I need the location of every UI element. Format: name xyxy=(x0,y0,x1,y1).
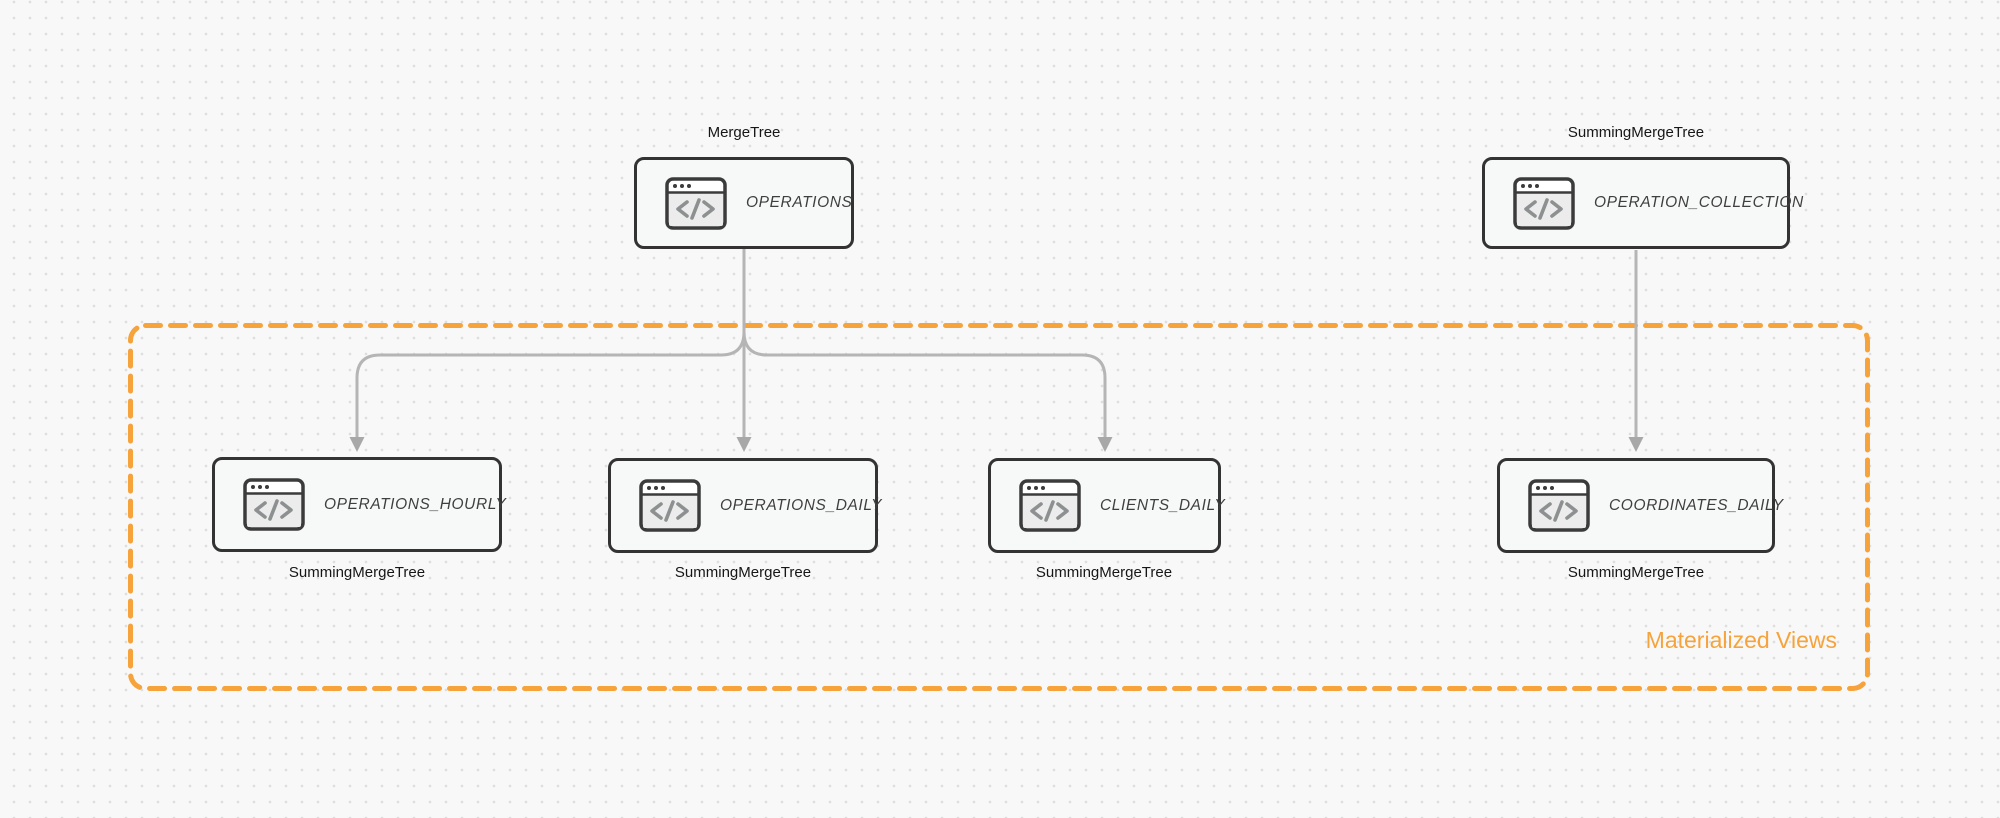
table-node-clients-daily[interactable]: CLIENTS_DAILY xyxy=(988,458,1225,553)
edge-operations-to-operations-hourly xyxy=(355,249,746,437)
code-window-icon xyxy=(665,176,727,230)
code-window-icon xyxy=(1528,479,1590,532)
materialized-views-group-label: Materialized Views xyxy=(1645,627,1837,653)
code-window-icon xyxy=(1513,176,1575,230)
edge-arrowhead-icon xyxy=(736,437,752,452)
table-node-label: OPERATIONS xyxy=(746,194,853,211)
edge-arrowhead-icon xyxy=(1097,437,1113,452)
table-node-label: CLIENTS_DAILY xyxy=(1100,496,1226,514)
engine-label-summingmergetree: SummingMergeTree xyxy=(674,564,812,581)
table-node-label: COORDINATES_DAILY xyxy=(1609,496,1784,514)
edge-arrowhead-icon xyxy=(1628,437,1644,452)
table-node-label: OPERATION_COLLECTION xyxy=(1594,194,1804,211)
edge-operations-to-clients-daily xyxy=(742,249,1107,437)
edge-arrowhead-icon xyxy=(349,437,365,452)
code-window-icon xyxy=(639,479,701,532)
table-node-operations-daily[interactable]: OPERATIONS_DAILY xyxy=(608,458,881,553)
engine-label-summingmergetree: SummingMergeTree xyxy=(1567,124,1705,141)
table-node-label: OPERATIONS_DAILY xyxy=(720,496,883,514)
table-node-operation-collection[interactable]: OPERATION_COLLECTION xyxy=(1482,157,1803,249)
table-node-operations-hourly[interactable]: OPERATIONS_HOURLY xyxy=(212,457,506,552)
engine-label-summingmergetree: SummingMergeTree xyxy=(1567,564,1705,581)
table-node-coordinates-daily[interactable]: COORDINATES_DAILY xyxy=(1497,458,1783,553)
code-window-icon xyxy=(243,478,305,531)
engine-label-summingmergetree: SummingMergeTree xyxy=(288,564,426,581)
engine-label-mergetree: MergeTree xyxy=(707,124,781,141)
table-node-label: OPERATIONS_HOURLY xyxy=(324,495,507,513)
table-node-operations[interactable]: OPERATIONS xyxy=(634,157,854,249)
engine-label-summingmergetree: SummingMergeTree xyxy=(1035,564,1173,581)
code-window-icon xyxy=(1019,479,1081,532)
